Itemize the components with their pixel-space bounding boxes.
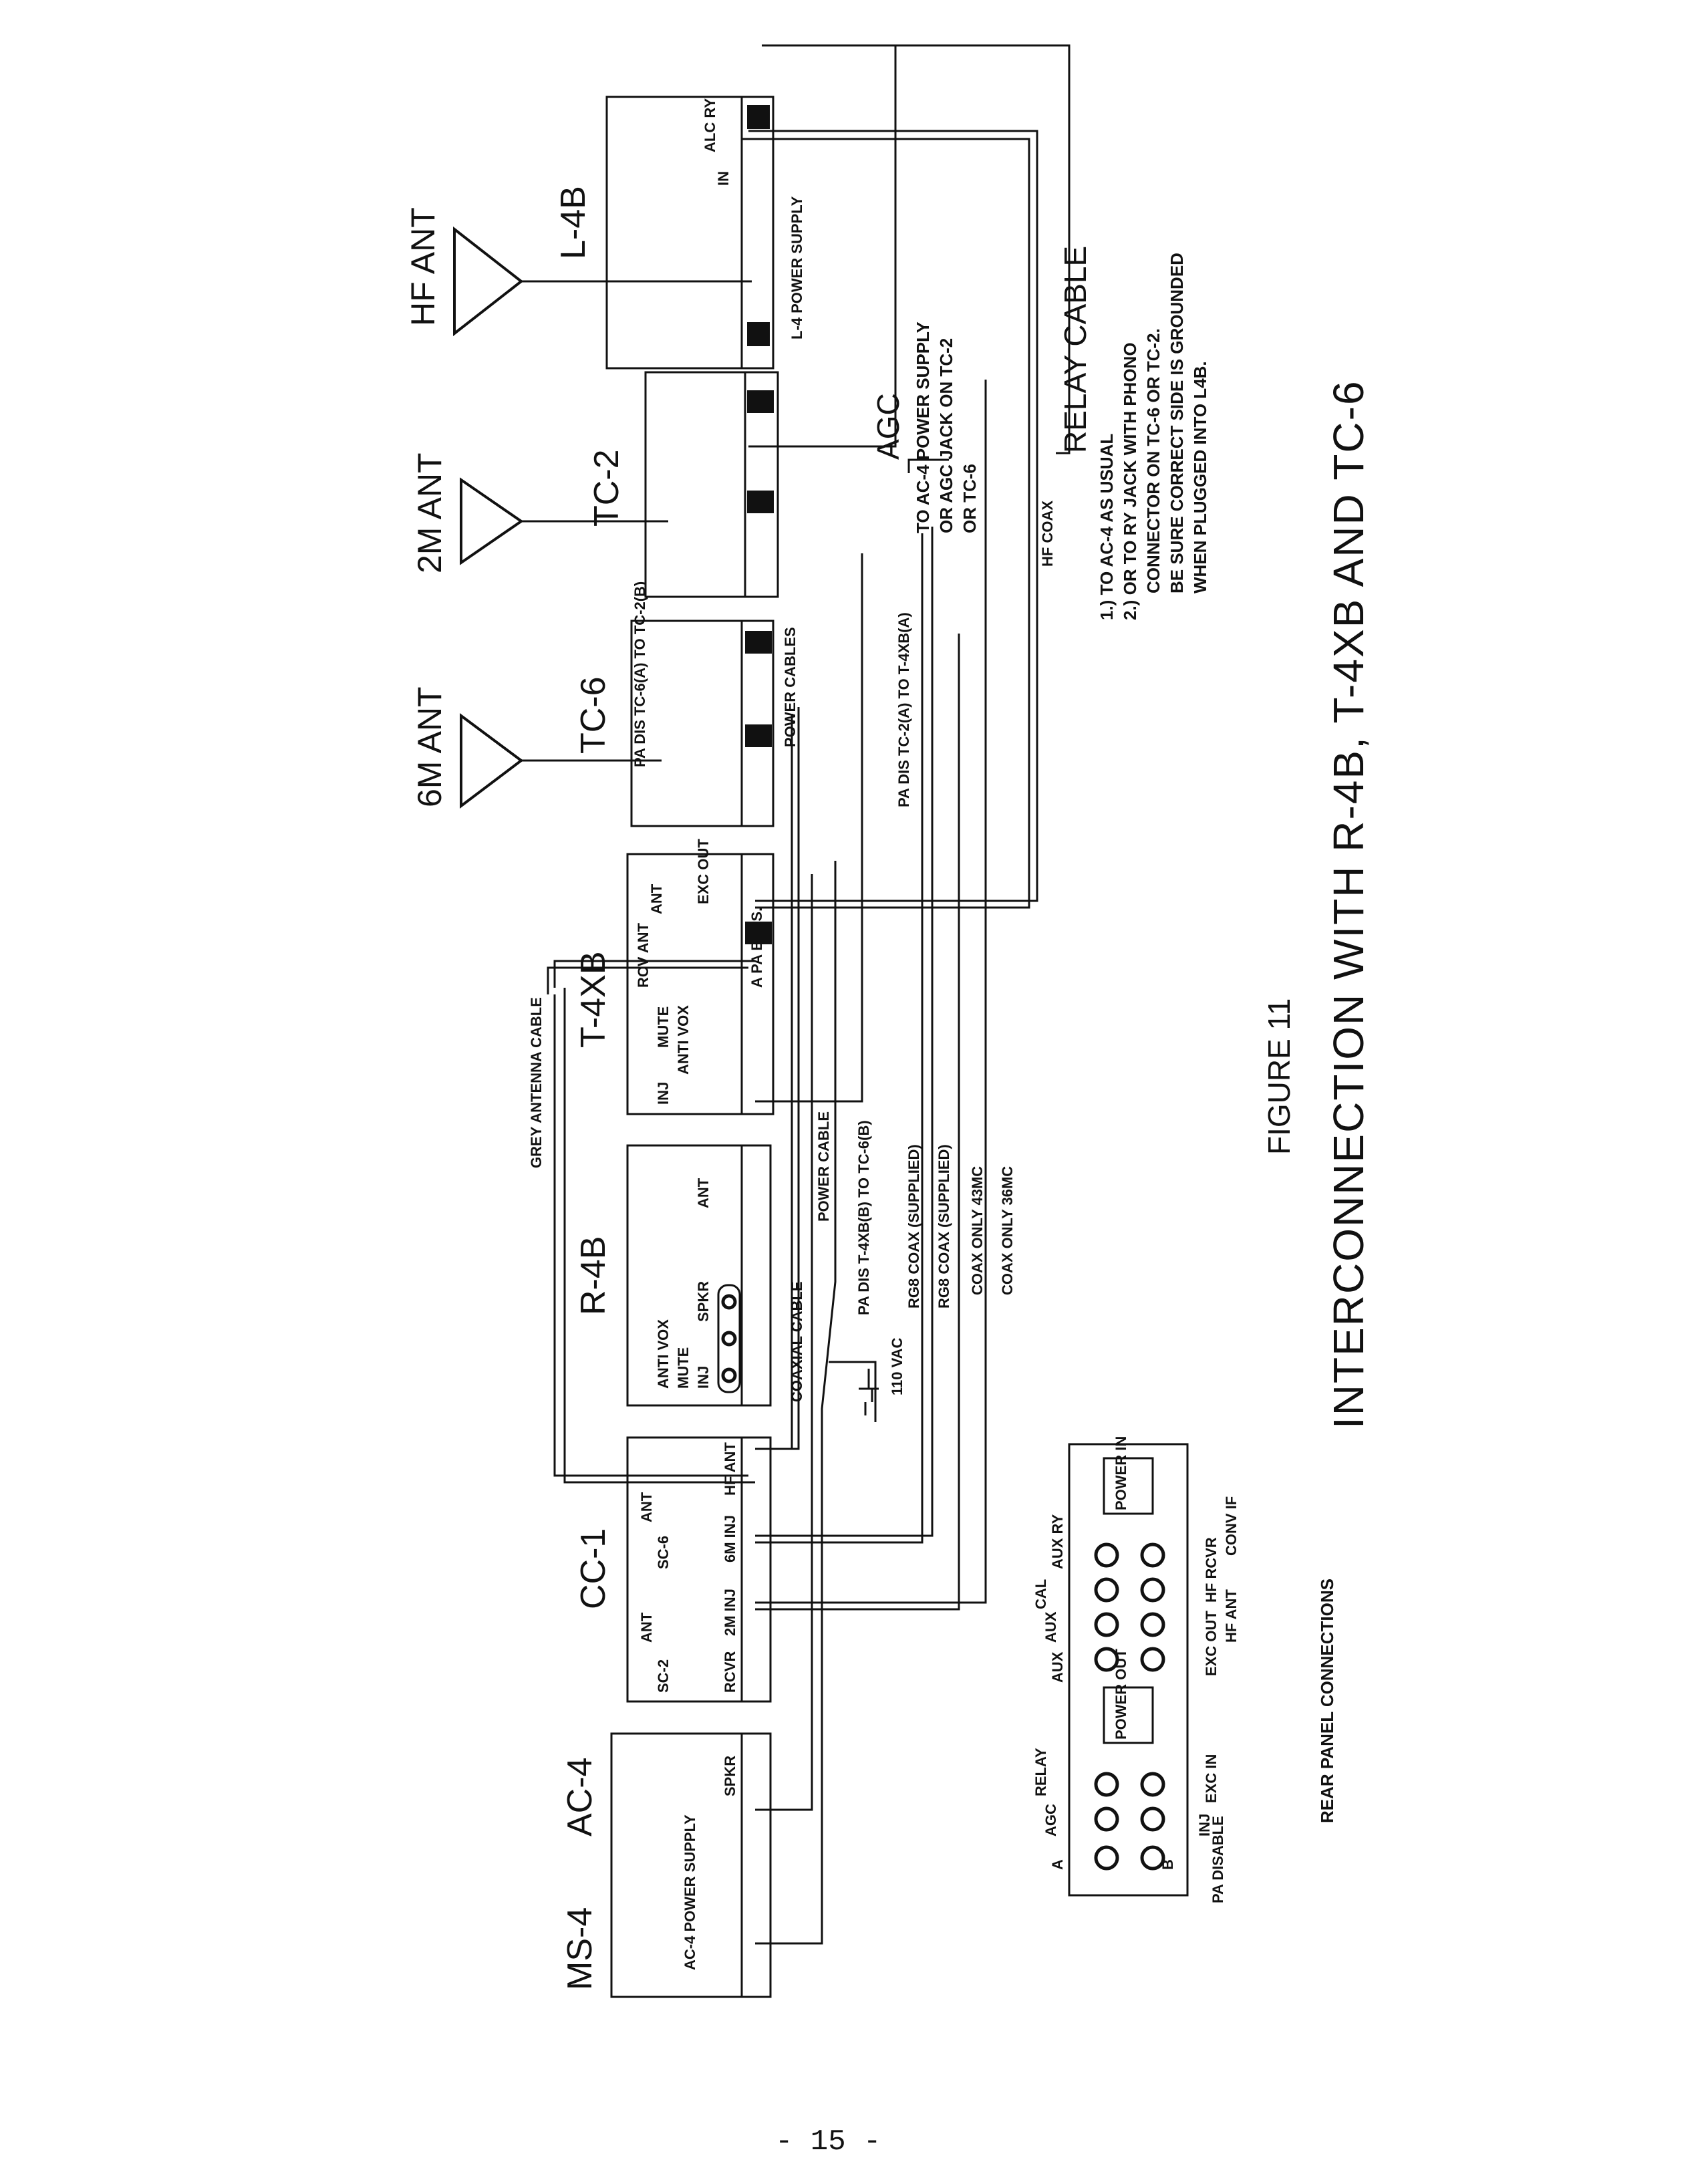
unit-tc2: TC-2 [587, 371, 779, 598]
label-power-cable: POWER CABLE [815, 1111, 832, 1222]
label-agc: AGC [871, 393, 905, 460]
rear-cal: CAL [1032, 1579, 1049, 1609]
rear-aux-2: AUX [1042, 1611, 1059, 1643]
label-coax-36mc: COAX ONLY 36MC [999, 1166, 1016, 1295]
unit-ac4: MS-4 AC-4 AC-4 POWER SUPPLY SPKR [561, 1732, 772, 1998]
agc-note-line: TO AC-4 POWER SUPPLY [913, 321, 933, 533]
label-2m-inj: 2M INJ [722, 1589, 738, 1636]
rear-b: B [1159, 1859, 1176, 1870]
label-ant-6: ANT [638, 1492, 655, 1522]
relay-note-line: BE SURE CORRECT SIDE IS GROUNDED [1167, 253, 1187, 593]
label-exc-out: EXC OUT [695, 839, 712, 904]
unit-label-l4b: L-4B [554, 186, 593, 259]
rear-conv-if: CONV IF [1223, 1496, 1240, 1556]
label-r4b-ant: ANT [695, 1178, 712, 1208]
label-sc2: SC-2 [655, 1659, 672, 1693]
label-pa-dis-tc6-tc2: PA DIS TC-6(A) TO TC-2(B) [631, 581, 648, 767]
unit-l4b: L-4B L-4 POWER SUPPLY IN ALC RY [554, 96, 805, 370]
label-2m-ant: 2M ANT [411, 452, 448, 573]
label-rcvr: RCVR [722, 1651, 738, 1693]
label-inj: INJ [695, 1366, 712, 1389]
label-l4-supply: L-4 POWER SUPPLY [789, 196, 805, 339]
unit-label-ms4: MS-4 [561, 1907, 599, 1990]
label-rg8-coax-1: RG8 COAX (SUPPLIED) [905, 1144, 922, 1309]
unit-label-r4b: R-4B [574, 1236, 613, 1315]
label-t4xb-ant: ANT [648, 883, 665, 914]
rear-exc-out: EXC OUT [1203, 1611, 1220, 1676]
label-grey-antenna-cable: GREY ANTENNA CABLE [528, 997, 545, 1168]
label-hf-ant: HF ANT [722, 1442, 738, 1496]
antenna-2m: 2M ANT [411, 452, 668, 573]
figure-number: FIGURE 11 [1262, 998, 1296, 1155]
label-t4xb-inj: INJ [655, 1082, 672, 1105]
unit-label-t4xb: T-4XB [574, 952, 613, 1049]
agc-note-line: OR TC-6 [960, 464, 980, 533]
rear-inj: INJ [1196, 1814, 1213, 1836]
rear-power-out: POWER OUT [1113, 1649, 1129, 1740]
unit-cc1: CC-1 SC-2 ANT RCVR 2M INJ SC-6 ANT 6M IN… [574, 1436, 772, 1703]
agc-note-line: OR AGC JACK ON TC-2 [936, 338, 956, 533]
label-rcv-ant: RCV ANT [635, 922, 652, 988]
antenna-6m: 6M ANT [411, 686, 662, 809]
label-mute: MUTE [675, 1347, 692, 1389]
page-number: - 15 - [775, 2125, 881, 2159]
unit-label-tc2: TC-2 [587, 449, 626, 527]
label-rg8-coax-2: RG8 COAX (SUPPLIED) [936, 1144, 952, 1309]
relay-note-line: WHEN PLUGGED INTO L4B. [1190, 361, 1210, 593]
label-spkr: SPKR [722, 1756, 738, 1796]
relay-note-line: 1.) TO AC-4 AS USUAL [1097, 434, 1117, 620]
label-pa-dis-t4xb-tc6: PA DIS T-4XB(B) TO TC-6(B) [855, 1120, 872, 1315]
unit-label-cc1: CC-1 [574, 1528, 613, 1609]
label-6m-inj: 6M INJ [722, 1515, 738, 1562]
label-coax-43mc: COAX ONLY 43MC [969, 1166, 986, 1295]
label-t4xb-antivox: ANTI VOX [675, 1005, 692, 1075]
rear-hf-rcvr: HF RCVR [1203, 1537, 1220, 1603]
rear-agc: AGC [1042, 1804, 1059, 1836]
unit-label-tc6: TC-6 [574, 676, 613, 754]
rear-a: A [1049, 1859, 1066, 1870]
rear-power-in: POWER IN [1113, 1436, 1129, 1510]
label-coaxial-cable: COAXIAL CABLE [789, 1282, 805, 1403]
label-t4xb-mute: MUTE [655, 1006, 672, 1048]
unit-r4b: R-4B INJ MUTE ANTI VOX SPKR ANT [574, 1144, 772, 1407]
rear-exc-in: EXC IN [1203, 1754, 1220, 1803]
label-110-vac: 110 VAC [889, 1337, 905, 1395]
label-power-cables: POWER CABLES [782, 627, 799, 747]
cables [547, 44, 1071, 1945]
label-ac4-supply: AC-4 POWER SUPPLY [682, 1814, 698, 1970]
unit-label-ac4: AC-4 [561, 1758, 599, 1836]
label-relay-cable: RELAY CABLE [1058, 246, 1093, 453]
label-l4b-in: IN [715, 171, 732, 186]
relay-note-line: CONNECTOR ON TC-6 OR TC-2. [1143, 328, 1163, 593]
antenna-hf: HF ANT [404, 207, 752, 337]
rear-aux-ry: AUX RY [1049, 1514, 1066, 1569]
unit-t4xb: T-4XB INJ ANTI VOX MUTE RCV ANT A PA B D… [574, 839, 774, 1115]
label-alc-ry: ALC RY [702, 98, 718, 152]
label-r4b-spkr: SPKR [695, 1281, 712, 1322]
relay-note-line: 2.) OR TO RY JACK WITH PHONO [1120, 342, 1140, 620]
label-6m-ant: 6M ANT [411, 686, 448, 807]
label-hf-coax: HF COAX [1039, 501, 1056, 567]
label-pa-dis: A PA B DIS. [748, 908, 765, 988]
label-sc6: SC-6 [655, 1536, 672, 1569]
unit-tc6: TC-6 PA DIS TC-6(A) TO TC-2(B) POWER CAB… [574, 581, 799, 827]
rear-panel-title: REAR PANEL CONNECTIONS [1317, 1579, 1337, 1823]
rear-relay: RELAY [1032, 1748, 1049, 1796]
label-pa-dis-tc2-t4xb: PA DIS TC-2(A) TO T-4XB(A) [895, 612, 912, 807]
label-ant: ANT [638, 1612, 655, 1643]
rear-pa-disable: PA DISABLE [1210, 1816, 1226, 1903]
label-antivox: ANTI VOX [655, 1319, 672, 1389]
label-hf-ant: HF ANT [404, 207, 442, 326]
rear-aux-1: AUX [1049, 1651, 1066, 1683]
rear-panel: POWER OUT POWER IN A AGC RELAY AUX AUX C… [1032, 1436, 1240, 1903]
figure-title: INTERCONNECTION WITH R-4B, T-4XB AND TC-… [1324, 380, 1373, 1429]
rear-hf-ant: HF ANT [1223, 1589, 1240, 1643]
